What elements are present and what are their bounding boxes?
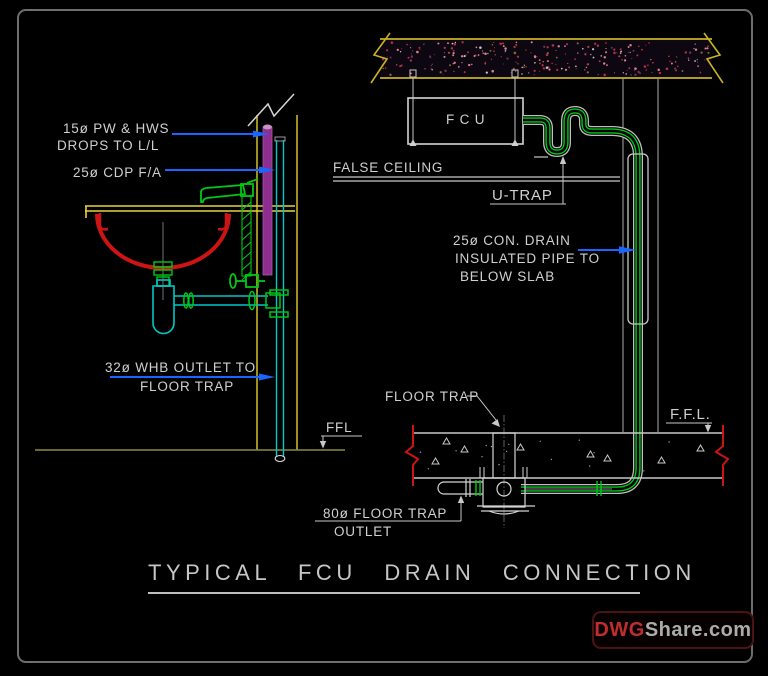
image-frame (17, 9, 753, 663)
fcu-hangers (409, 69, 519, 146)
floor-break-left (404, 425, 420, 486)
drawing-title: TYPICAL FCU DRAIN CONNECTION (148, 560, 691, 594)
watermark-brand-gray: Share.com (644, 618, 752, 641)
faucet (200, 178, 259, 203)
whb-label-line2: FLOOR TRAP (140, 379, 234, 394)
con-drain-line3: BELOW SLAB (460, 269, 555, 284)
outlet-end-cap (437, 481, 445, 495)
cdp-label: 25ø CDP F/A (73, 165, 162, 180)
condensate-drain-pipe (521, 105, 643, 496)
u-trap-callout: U-TRAP (490, 156, 567, 205)
ffl-right-label: F.F.L. (670, 406, 711, 423)
con-drain-line2: INSULATED PIPE TO (455, 251, 600, 266)
pipe-end-cap (274, 454, 286, 463)
pw-label-line2: DROPS TO L/L (57, 138, 159, 153)
basin-clip-left (98, 213, 109, 231)
ffl-left-label: FFL (326, 420, 352, 435)
floor-trap-label: FLOOR TRAP (385, 389, 479, 404)
faucet-riser (241, 195, 252, 281)
whb-label-line1: 32ø WHB OUTLET TO (105, 360, 256, 375)
con-drain-line1: 25ø CON. DRAIN (453, 233, 571, 248)
con-drain-callout: 25ø CON. DRAIN INSULATED PIPE TO BELOW S… (453, 233, 636, 284)
floor-trap (437, 415, 535, 528)
slab-break-right (703, 32, 724, 84)
slab-break-left (370, 32, 391, 84)
basin-wall (247, 93, 298, 450)
whb-outlet-callout: 32ø WHB OUTLET TO FLOOR TRAP (105, 360, 275, 394)
cdp-callout: 25ø CDP F/A (73, 165, 275, 180)
pw-hws-pipe (262, 124, 273, 276)
ffl-left-callout: FFL (319, 420, 362, 449)
fcu-label: F C U (446, 112, 485, 127)
u-trap-label: U-TRAP (492, 187, 553, 204)
outlet-label-line2: OUTLET (334, 524, 392, 539)
basin-waste (152, 222, 289, 335)
angle-valve (229, 273, 265, 289)
outlet-callout: 80ø FLOOR TRAP OUTLET (315, 495, 465, 539)
false-ceiling-label: FALSE CEILING (333, 160, 443, 175)
cdp-pipe (274, 136, 286, 463)
ffl-right-callout: F.F.L. (666, 406, 712, 433)
leader-arrow (619, 246, 636, 254)
pw-hws-callout: 15ø PW & HWS DROPS TO L/L (57, 121, 269, 153)
false-ceiling-line (333, 176, 620, 182)
wall-break (247, 93, 295, 127)
watermark-brand-red: DWG (594, 618, 645, 641)
floor-break-right (714, 425, 730, 486)
pipe-insulation-jacket (627, 153, 649, 325)
counter-top (85, 205, 295, 218)
floor-trap-callout: FLOOR TRAP (385, 389, 500, 427)
bottle-trap (152, 279, 175, 335)
arm-fittings (183, 289, 289, 318)
floor-slab (404, 425, 730, 486)
pw-label-line1: 15ø PW & HWS (63, 121, 169, 136)
basin-clip-right (217, 213, 228, 231)
outlet-label-line1: 80ø FLOOR TRAP (323, 506, 447, 521)
ceiling-slab (370, 32, 724, 84)
